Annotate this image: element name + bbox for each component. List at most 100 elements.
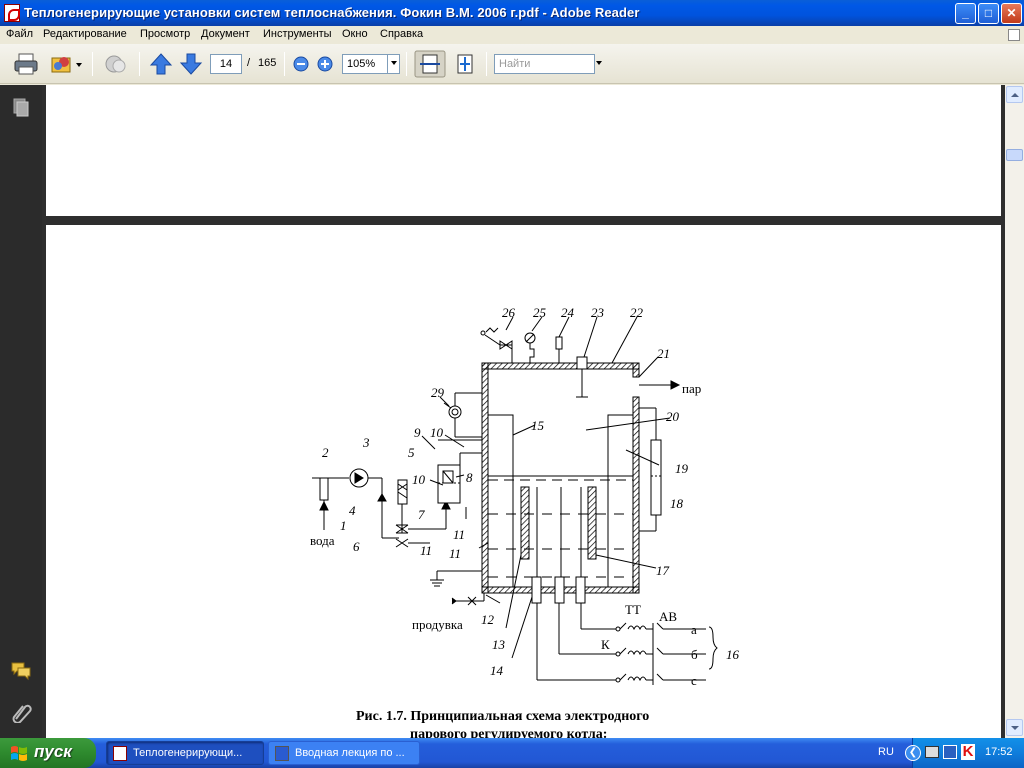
label-20: 18 [670,496,684,511]
menu-edit[interactable]: Редактирование [43,28,127,40]
network-icon[interactable] [925,746,939,758]
label-27: 25 [533,305,547,320]
menu-tools[interactable]: Инструменты [263,28,332,40]
label-phase-a: а [691,622,697,637]
label-11-top: 10 [430,425,444,440]
partition-17 [487,414,514,588]
arrow-down-icon[interactable] [178,52,204,76]
search-input[interactable]: Найти [494,54,595,74]
label-11-bottom: 11 [453,527,465,542]
minimize-button[interactable]: _ [955,3,976,24]
label-6: 6 [353,539,360,554]
pressure-gauge-29 [443,392,482,438]
scroll-thumb[interactable] [1006,149,1023,161]
taskbar: пуск Теплогенерирующи... Вводная лекция … [0,738,1024,768]
close-button[interactable]: ✕ [1001,3,1022,24]
label-26: 24 [561,305,575,320]
pages-icon[interactable] [10,97,32,119]
label-phase-c: с [691,673,697,688]
taskbar-item-word[interactable]: Вводная лекция по ... [268,741,420,765]
electrode-left [520,486,530,560]
zoom-out-icon[interactable] [292,52,310,76]
label-3: 3 [362,435,370,450]
toolbar-separator [486,52,487,76]
comments-icon[interactable] [10,660,32,682]
arrow-up-icon[interactable] [148,52,174,76]
maximize-button[interactable]: □ [978,3,999,24]
level-gauge [639,407,662,532]
label-23: 21 [657,346,670,361]
label-14: 12 [481,612,495,627]
pdf-page-14: 26 25 24 23 22 21 20 19 18 17 16 15 14 1… [46,225,1001,738]
mdi-close-icon[interactable] [1008,29,1020,41]
tray-expand-icon[interactable]: ❮ [905,745,921,761]
feed-water-line [312,468,451,548]
menu-help[interactable]: Справка [380,28,424,40]
windows-logo-icon [11,746,27,761]
antivirus-icon[interactable]: K [961,743,975,760]
label-19: 17 [656,563,670,578]
menu-view[interactable]: Просмотр [140,28,191,40]
label-5: 5 [408,445,415,460]
zoom-in-icon[interactable] [316,52,334,76]
electrode-rods [536,487,582,577]
zoom-input[interactable]: 105% [342,54,388,74]
toolbar-separator [92,52,93,76]
menu-document[interactable]: Документ [201,28,250,40]
display-icon[interactable] [943,745,957,759]
taskbar-item-adobe[interactable]: Теплогенерирующи... [106,741,264,765]
label-21: 19 [675,461,689,476]
label-17: 15 [531,418,545,433]
label-18: 16 [726,647,740,662]
taskbar-item-label: Теплогенерирующи... [133,747,243,759]
chevron-down-icon [391,61,397,65]
label-29: 29 [431,385,445,400]
scroll-down-icon[interactable] [1006,719,1023,736]
vertical-scrollbar[interactable] [1005,85,1024,738]
toolbar: 14 / 165 105% Найти [0,44,1024,84]
label-k: К [601,637,610,652]
text-labels: вода пар продувка ТТ АВ К а б с [310,381,701,688]
label-22: 20 [666,409,680,424]
email-icon[interactable] [48,52,84,76]
title-bar: Теплогенерирующие установки систем тепло… [0,0,1024,26]
fit-page-icon[interactable] [452,52,478,76]
label-water: вода [310,533,335,548]
start-button[interactable]: пуск [0,738,96,768]
navigation-panel [0,85,42,738]
document-view[interactable]: 26 25 24 23 22 21 20 19 18 17 16 15 14 1… [42,85,1005,738]
menu-window[interactable]: Окно [342,28,368,40]
label-phase-b: б [691,647,698,662]
attachments-icon[interactable] [10,701,32,723]
figure-caption-line2: парового регулируемого котла: [410,727,608,738]
label-9: 9 [414,425,421,440]
figure-caption-line1: Рис. 1.7. Принципиальная схема электродн… [356,709,650,724]
scroll-up-icon[interactable] [1006,86,1023,103]
label-25: 23 [591,305,605,320]
steam-outlet [639,380,681,390]
ground-symbol [430,570,482,587]
language-indicator[interactable]: RU [878,746,894,758]
window-title: Теплогенерирующие установки систем тепло… [24,5,640,20]
clock[interactable]: 17:52 [985,746,1013,758]
bottom-insulators [531,576,586,604]
pdf-page-13 [46,85,1001,216]
collaborate-icon[interactable] [102,52,130,76]
adobe-reader-icon [4,4,20,22]
search-options-chevron-icon[interactable] [596,61,602,65]
label-8: 8 [466,470,473,485]
label-13: 11 [420,543,432,558]
fit-width-icon[interactable] [414,50,446,78]
dosing-tank [437,439,482,504]
page-number-input[interactable]: 14 [210,54,242,74]
label-av: АВ [659,609,677,624]
menu-file[interactable]: Файл [6,28,34,40]
pdf-file-icon [113,746,127,761]
label-2: 2 [322,445,329,460]
printer-icon[interactable] [12,52,40,76]
page-separator: / [247,57,251,69]
adobe-reader-window: Теплогенерирующие установки систем тепло… [0,0,1024,738]
word-document-icon [275,746,289,761]
electrical-circuit [536,603,718,685]
electrode-right [587,486,597,560]
